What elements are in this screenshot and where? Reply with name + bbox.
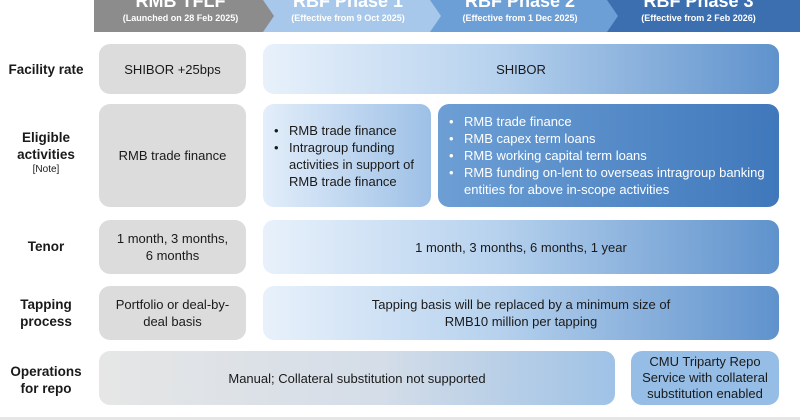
tapping-tflf: Portfolio or deal-by-deal basis	[99, 286, 246, 340]
row-label-tenor: Tenor	[0, 238, 92, 255]
bullet-list: RMB trade finance Intragroup funding act…	[271, 122, 431, 190]
operations-phase-3: CMU Triparty Repo Service with collatera…	[631, 351, 779, 405]
row-label-line1: Tapping	[20, 297, 72, 312]
header-rbf-phase-3: RBF Phase 3 (Effective from 2 Feb 2026)	[607, 0, 800, 32]
operations-manual: Manual; Collateral substitution not supp…	[99, 351, 615, 405]
row-label-eligible-activities: Eligible activities [Note]	[0, 129, 92, 176]
header-title: RBF Phase 1	[292, 0, 404, 11]
tenor-tflf: 1 month, 3 months, 6 months	[99, 220, 246, 274]
eligible-phase-1: RMB trade finance Intragroup funding act…	[263, 104, 431, 207]
cell-text: 1 month, 3 months, 6 months, 1 year	[415, 239, 627, 255]
row-label-line2: for repo	[20, 381, 72, 396]
tenor-rbf: 1 month, 3 months, 6 months, 1 year	[263, 220, 779, 274]
header-subtitle: (Launched on 28 Feb 2025)	[122, 13, 239, 23]
list-item: RMB trade finance	[271, 122, 431, 139]
header-rmb-tflf: RMB TFLF (Launched on 28 Feb 2025)	[94, 0, 277, 32]
header-title: RMB TFLF	[135, 0, 226, 11]
header-rbf-phase-2: RBF Phase 2 (Effective from 1 Dec 2025)	[430, 0, 620, 32]
row-label-line2: activities	[17, 147, 75, 162]
header-subtitle: (Effective from 1 Dec 2025)	[462, 13, 578, 23]
cell-text: SHIBOR	[496, 61, 546, 77]
row-label-text: Facility rate	[8, 62, 84, 77]
header-title: RBF Phase 3	[643, 0, 754, 11]
list-item: RMB funding on-lent to overseas intragro…	[446, 164, 779, 198]
row-label-operations-for-repo: Operations for repo	[0, 363, 92, 397]
list-item: Intragroup funding activities in support…	[271, 139, 431, 190]
header-subtitle: (Effective from 2 Feb 2026)	[641, 13, 756, 23]
cell-text: RMB trade finance	[118, 148, 227, 163]
header-subtitle: (Effective from 9 Oct 2025)	[291, 13, 405, 23]
cell-text: Manual; Collateral substitution not supp…	[228, 370, 486, 386]
row-label-text: Tenor	[27, 239, 65, 254]
cell-text: 1 month, 3 months, 6 months	[116, 231, 229, 263]
row-label-facility-rate: Facility rate	[0, 61, 92, 78]
chevron-shape	[430, 0, 620, 32]
header-rbf-phase-1: RBF Phase 1 (Effective from 9 Oct 2025)	[263, 0, 443, 32]
cell-text: CMU Triparty Repo Service with collatera…	[642, 354, 768, 401]
tapping-rbf: Tapping basis will be replaced by a mini…	[263, 286, 779, 340]
cell-text: Portfolio or deal-by-deal basis	[115, 297, 230, 329]
eligible-phase-2: RMB trade finance RMB capex term loans R…	[438, 104, 779, 207]
row-label-line2: process	[20, 314, 72, 329]
list-item: RMB capex term loans	[446, 130, 779, 147]
list-item: RMB working capital term loans	[446, 147, 779, 164]
footer-divider	[0, 417, 800, 420]
bullet-list: RMB trade finance RMB capex term loans R…	[446, 113, 779, 198]
facility-rate-rbf: SHIBOR	[263, 44, 779, 94]
note-link[interactable]: [Note]	[32, 164, 60, 175]
eligible-tflf: RMB trade finance	[99, 104, 246, 207]
chevron-shape	[94, 0, 277, 32]
facility-rate-tflf: SHIBOR +25bps	[99, 44, 246, 94]
list-item: RMB trade finance	[446, 113, 779, 130]
row-label-line1: Eligible	[21, 130, 70, 145]
row-label-tapping-process: Tapping process	[0, 296, 92, 330]
chevron-shape	[607, 0, 800, 32]
cell-text: SHIBOR +25bps	[124, 61, 221, 77]
cell-text: Tapping basis will be replaced by a mini…	[371, 297, 671, 329]
chevron-shape	[263, 0, 443, 32]
row-label-line1: Operations	[10, 364, 82, 379]
header-title: RBF Phase 2	[464, 0, 576, 11]
